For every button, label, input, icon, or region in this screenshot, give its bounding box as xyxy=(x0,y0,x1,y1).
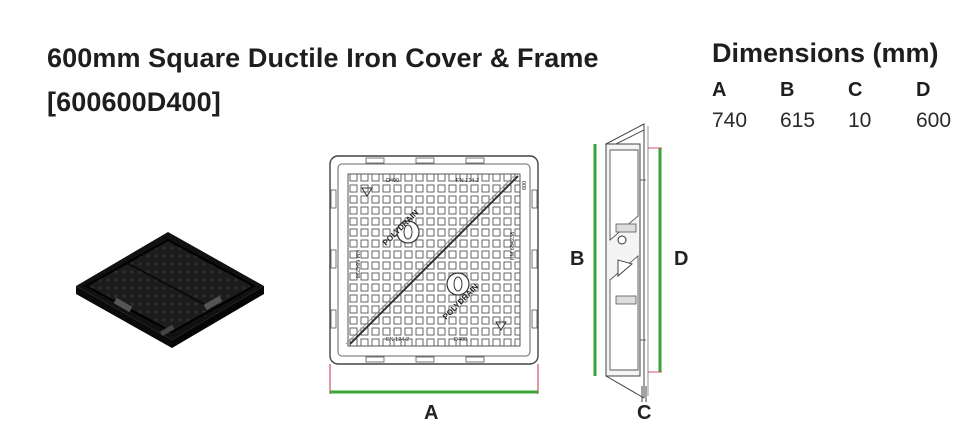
dim-value-a: 740 xyxy=(712,109,748,132)
dim-header-c: C xyxy=(848,78,863,101)
cover-cert-mark-left: KM 684238 xyxy=(354,250,360,278)
cover-side-section-drawing xyxy=(593,123,662,402)
dim-header-a: A xyxy=(712,78,727,101)
dim-value-d: 600 xyxy=(916,109,952,132)
cover-class-mark-bottom: D400 xyxy=(454,337,467,343)
product-title: 600mm Square Ductile Iron Cover & Frame … xyxy=(47,36,687,124)
dimensions-value-row: 740 615 10 600 xyxy=(712,104,966,138)
cover-class-mark-top: D400 xyxy=(386,178,399,184)
cover-top-view-drawing: POLYDRAIN POLYDRAIN D400 EN 124-2 EN 124… xyxy=(329,155,539,394)
cover-standard-mark-top: EN 124-2 xyxy=(456,178,479,184)
dimension-label-c: C xyxy=(637,402,652,424)
dim-header-b: B xyxy=(780,78,795,101)
dimensions-header-row: A B C D xyxy=(712,76,966,104)
product-title-line1: 600mm Square Ductile Iron Cover & Frame xyxy=(47,43,599,73)
dimension-label-a: A xyxy=(424,402,439,424)
dimension-label-b: B xyxy=(570,248,585,270)
dimension-label-d: D xyxy=(674,248,689,270)
cover-size-mark: 600 xyxy=(522,181,528,190)
dim-value-c: 10 xyxy=(848,109,872,132)
dimensions-table: A B C D 740 615 10 600 xyxy=(712,76,966,138)
dim-header-d: D xyxy=(916,78,931,101)
dim-value-b: 615 xyxy=(780,109,816,132)
product-image xyxy=(76,232,264,348)
cover-standard-mark-bottom: EN 124-2 xyxy=(386,337,409,343)
dimensions-heading: Dimensions (mm) xyxy=(712,38,939,68)
cover-cert-mark-right: KM 684238 xyxy=(510,232,516,260)
product-code: [600600D400] xyxy=(47,87,221,117)
